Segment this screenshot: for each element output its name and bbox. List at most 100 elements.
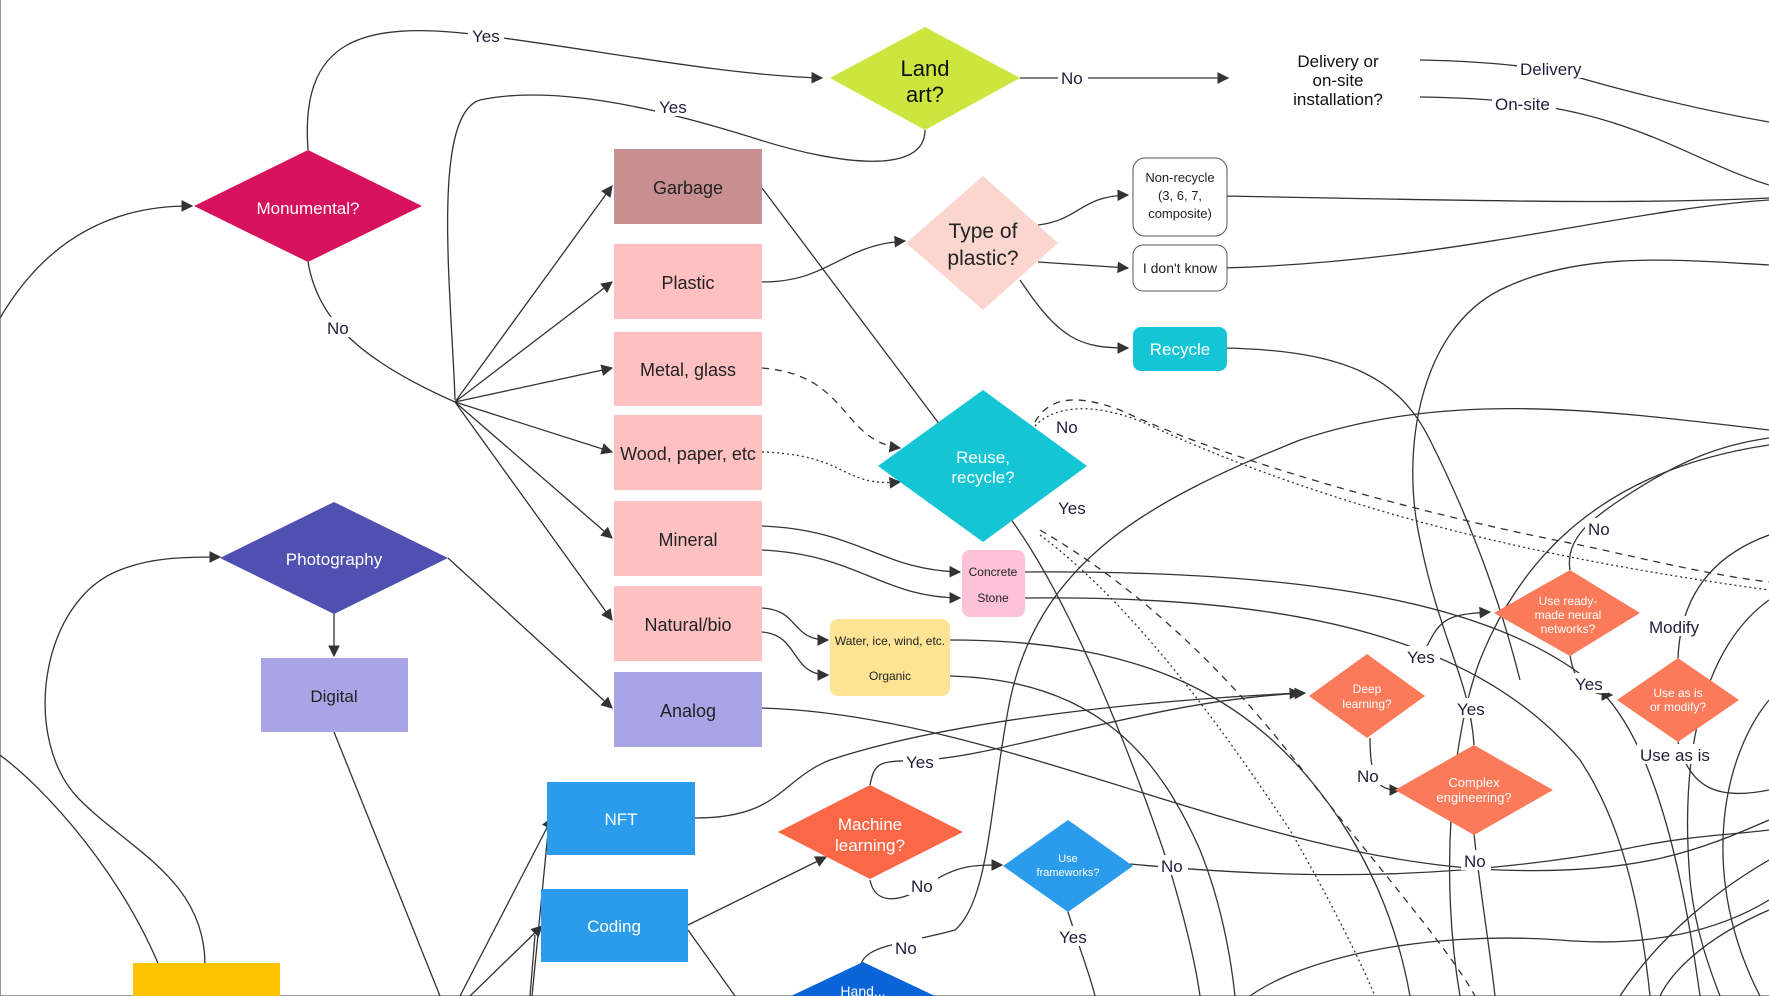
concrete-label: Concrete [969,565,1018,579]
non-recycle-line3: composite) [1148,206,1212,221]
analog-label: Analog [660,701,716,721]
edge-reuse-no-dashed [1034,399,1769,583]
nft-label: NFT [604,810,637,829]
non-recycle-line2: (3, 6, 7, [1158,188,1202,203]
edge-hub-plastic [454,281,613,403]
node-yellow-partial[interactable] [133,963,280,996]
edge-misc-4 [1619,859,1769,996]
edge-to-coding-2 [529,934,536,996]
edge-coding-down [687,929,736,996]
photography-label: Photography [286,550,383,569]
node-wood-paper[interactable]: Wood, paper, etc [614,415,762,490]
non-recycle-line1: Non-recycle [1145,170,1214,185]
label-no-complex: No [1464,852,1486,871]
plastic-label: Plastic [661,273,714,293]
edge-hub-mineral [454,401,613,539]
edge-onsite [1419,96,1769,186]
edge-left-bottom [0,754,171,996]
edge-delivery [1419,59,1769,123]
edge-monumental-no [307,261,456,403]
edge-hub-natural [454,401,613,621]
node-non-recycle[interactable]: Non-recycle (3, 6, 7, composite) [1132,157,1228,237]
label-use-as-is: Use as is [1640,746,1710,765]
node-mineral[interactable]: Mineral [614,501,762,576]
node-natural-bio[interactable]: Natural/bio [614,586,762,661]
node-reuse-recycle[interactable]: Reuse, recycle? [878,390,1087,542]
node-use-ready-made[interactable]: Use ready- made neural networks? [1494,570,1640,656]
label-delivery: Delivery [1520,60,1582,79]
node-concrete-stone[interactable]: Concrete Stone [962,550,1025,617]
edge-to-coding [469,925,543,996]
node-land-art[interactable]: Land art? [830,27,1020,130]
edge-monumental-yes-landart [306,30,824,151]
edge-landart-yes [446,94,926,401]
type-plastic-line2: plastic? [947,247,1018,270]
label-no-frameworks: No [1161,857,1183,876]
edge-misc-6 [1249,899,1769,996]
node-deep-learning[interactable]: Deep learning? [1309,654,1425,738]
deep-line1: Deep [1353,682,1382,696]
node-garbage[interactable]: Garbage [614,149,762,224]
label-no-bottom: No [895,939,917,958]
edge-digital-down [333,731,441,996]
node-plastic[interactable]: Plastic [614,244,762,319]
edge-misc-5 [1659,909,1769,996]
edge-coding-ml [687,856,828,926]
label-yes-complex: Yes [1457,700,1485,719]
connectors [0,30,1769,996]
edge-frameworks-no [1129,829,1769,876]
edge-hub-garbage [454,185,613,403]
coding-label: Coding [587,917,641,936]
label-modify: Modify [1649,618,1700,637]
node-use-as-is-modify[interactable]: Use as is or modify? [1617,658,1739,742]
edge-dontknow-out [1221,199,1769,269]
edge-reuse-yes-solid [1009,517,1201,996]
readymade-line2: made neural [1535,608,1602,622]
stone-label: Stone [977,591,1009,605]
organic-label: Organic [869,669,911,683]
node-digital[interactable]: Digital [261,658,408,732]
complex-line1: Complex [1448,775,1500,790]
edge-mineral-concrete [761,525,962,578]
edge-misc-3 [1722,699,1769,996]
node-metal-glass[interactable]: Metal, glass [614,332,762,406]
label-no-ml: No [911,877,933,896]
edge-nonrecycle-out [1221,195,1769,203]
delivery-q-line3: installation? [1293,90,1383,109]
label-yes-readymade: Yes [1575,675,1603,694]
node-complex-engineering[interactable]: Complex engineering? [1395,745,1553,835]
node-type-of-plastic[interactable]: Type of plastic? [906,176,1058,310]
node-water-organic[interactable]: Water, ice, wind, etc. Organic [830,619,950,696]
edge-recycle-out [1221,347,1521,681]
edge-mineral-stone [761,549,962,604]
node-recycle[interactable]: Recycle [1133,327,1227,371]
frameworks-line2: frameworks? [1037,867,1100,879]
edge-hub-metal [454,364,614,403]
dont-know-label: I don't know [1143,260,1218,276]
node-blue-partial[interactable]: Hand... [791,962,935,996]
node-delivery-question[interactable]: Delivery or on-site installation? [1293,52,1383,109]
edge-blue-no [859,407,1769,971]
land-art-line1: Land [901,56,950,81]
node-analog[interactable]: Analog [614,672,762,747]
recycle-label: Recycle [1150,340,1210,359]
node-coding[interactable]: Coding [541,889,688,962]
ml-line1: Machine [838,815,902,834]
edge-to-nft [459,816,553,996]
edge-metal-reuse [761,367,902,453]
node-monumental[interactable]: Monumental? [194,150,422,262]
edge-type-dontknow [1037,261,1130,274]
node-dont-know[interactable]: I don't know [1132,244,1228,292]
edge-nft-out [694,687,1302,819]
edge-organic-out [949,675,1236,996]
node-nft[interactable]: NFT [547,782,695,855]
node-machine-learning[interactable]: Machine learning? [778,785,963,879]
node-use-frameworks[interactable]: Use frameworks? [1003,820,1133,912]
label-no-readymade: No [1588,520,1610,539]
deep-line2: learning? [1342,697,1392,711]
garbage-label: Garbage [653,178,723,198]
edge-misc-2 [1686,599,1769,996]
water-label: Water, ice, wind, etc. [835,634,945,648]
node-photography[interactable]: Photography [220,502,448,614]
